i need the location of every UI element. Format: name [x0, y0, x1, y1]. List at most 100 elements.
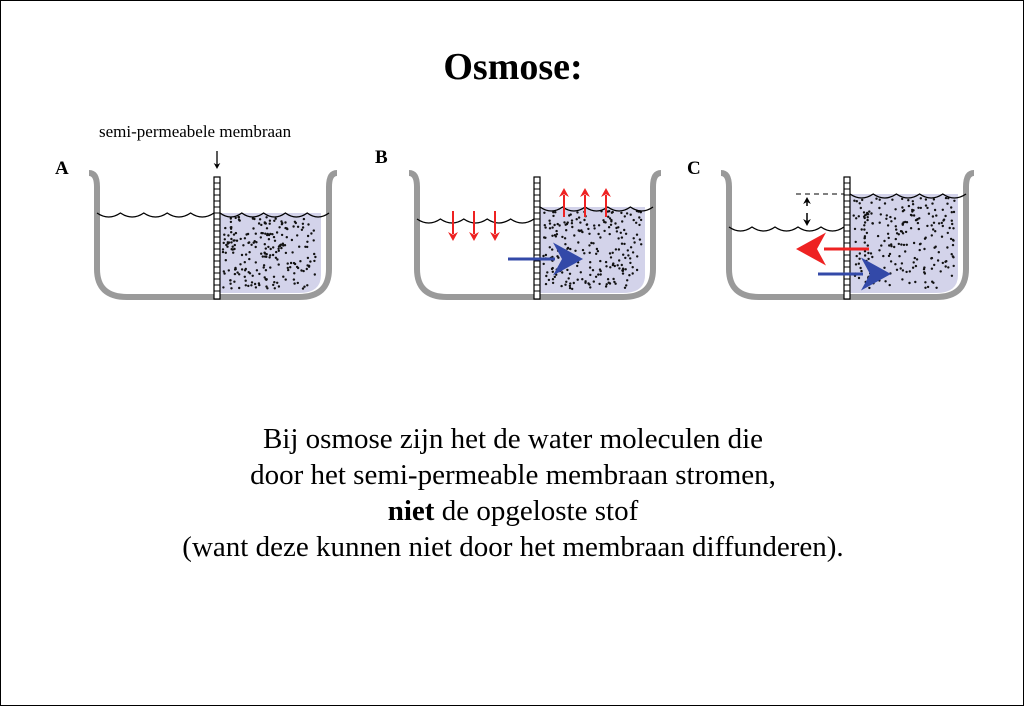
solute-particle: [635, 268, 639, 272]
solute-particle: [551, 278, 555, 281]
arrow-head: [861, 257, 891, 291]
solute-particle: [589, 261, 592, 264]
solute-particle: [265, 227, 269, 230]
solute-particle: [930, 224, 933, 227]
solute-particle: [614, 222, 617, 225]
solute-particle: [613, 264, 616, 268]
water-surface-left: [728, 226, 845, 232]
solute-particle: [276, 281, 279, 284]
water-surface-left: [96, 212, 215, 218]
solute-particle: [253, 282, 257, 286]
solute-particle: [624, 232, 628, 235]
solute-particle: [854, 263, 858, 266]
solute-particle: [853, 199, 856, 202]
solute-particle: [292, 278, 296, 281]
osmotic-pressure-arrow: [796, 232, 869, 266]
solute-particle: [629, 257, 632, 260]
solute-particle: [863, 254, 867, 257]
solute-particle: [947, 266, 950, 269]
solute-particle: [221, 248, 225, 251]
solute-particle: [621, 220, 624, 223]
water-surface-right: [219, 212, 330, 218]
solute-particle: [570, 219, 574, 222]
solute-particle: [307, 223, 310, 226]
solute-particle: [599, 236, 602, 239]
solute-particle: [623, 215, 626, 218]
solute-particle: [262, 264, 266, 267]
solute-particle: [876, 234, 880, 238]
solute-particle: [267, 245, 270, 249]
solute-particle: [912, 214, 916, 217]
solute-particle: [568, 286, 572, 290]
solute-particle: [608, 282, 612, 285]
arrow-head: [601, 188, 611, 197]
arrow-head: [448, 232, 458, 241]
solute-particle: [233, 280, 236, 283]
membrane: [843, 176, 851, 300]
solute-particle: [543, 224, 546, 227]
water-level-up-arrow: [601, 188, 611, 217]
solute-particle: [581, 248, 585, 252]
panel-label-b: B: [375, 147, 388, 168]
solute-particle: [265, 253, 268, 256]
solute-particle: [263, 255, 267, 258]
solute-particle: [870, 201, 873, 204]
solute-particle: [239, 237, 242, 241]
solute-particle: [901, 269, 905, 272]
solute-particle: [569, 247, 572, 251]
solute-particle: [553, 234, 557, 237]
solute-particle: [271, 253, 275, 257]
water-flow-arrow: [508, 242, 583, 276]
solute-particle: [868, 210, 871, 213]
solute-particle: [585, 223, 588, 226]
solute-particle: [866, 211, 869, 215]
solute-particle: [944, 260, 947, 263]
solute-particle: [916, 221, 920, 225]
solute-particle: [577, 216, 581, 219]
solute-particle: [886, 232, 890, 235]
solute-particle: [912, 241, 916, 245]
solute-particle: [924, 236, 927, 239]
solute-particle: [578, 229, 581, 233]
solute-particle: [858, 252, 861, 255]
solute-particle: [941, 208, 944, 211]
solute-particle: [277, 263, 280, 266]
solute-particle: [226, 245, 229, 248]
solute-particle: [899, 267, 902, 270]
solute-particle: [229, 220, 233, 224]
solute-particle: [932, 198, 936, 201]
solute-particle: [863, 236, 866, 240]
solute-particle: [272, 246, 275, 249]
caption-line-4: (want deze kunnen niet door het membraan…: [182, 531, 844, 563]
solute-particle: [555, 229, 558, 233]
solute-particle: [867, 251, 870, 255]
solute-particle: [307, 265, 311, 268]
solute-particle: [631, 272, 634, 275]
solute-particle: [608, 210, 611, 213]
solute-particle: [564, 283, 567, 286]
solute-particle: [571, 225, 574, 229]
solute-particle: [944, 214, 947, 218]
solute-particle: [229, 282, 232, 285]
solute-particle: [300, 269, 303, 272]
solute-particle: [564, 243, 567, 246]
solute-particle: [930, 234, 933, 237]
solute-particle: [626, 249, 629, 252]
solute-particle: [595, 252, 598, 255]
solute-particle: [554, 211, 557, 214]
solute-particle: [234, 216, 237, 220]
solute-particle: [565, 280, 568, 283]
solute-particle: [275, 231, 279, 234]
solute-particle: [306, 256, 310, 260]
solute-particle: [556, 222, 559, 226]
solute-particle: [888, 244, 891, 247]
solute-particle: [629, 246, 633, 249]
solute-particle: [926, 224, 929, 228]
solute-particle: [875, 197, 878, 200]
solution-fill: [219, 213, 321, 293]
solute-particle: [950, 211, 953, 214]
solute-particle: [953, 199, 956, 202]
solute-particle: [930, 267, 934, 270]
solute-particle: [272, 235, 276, 239]
